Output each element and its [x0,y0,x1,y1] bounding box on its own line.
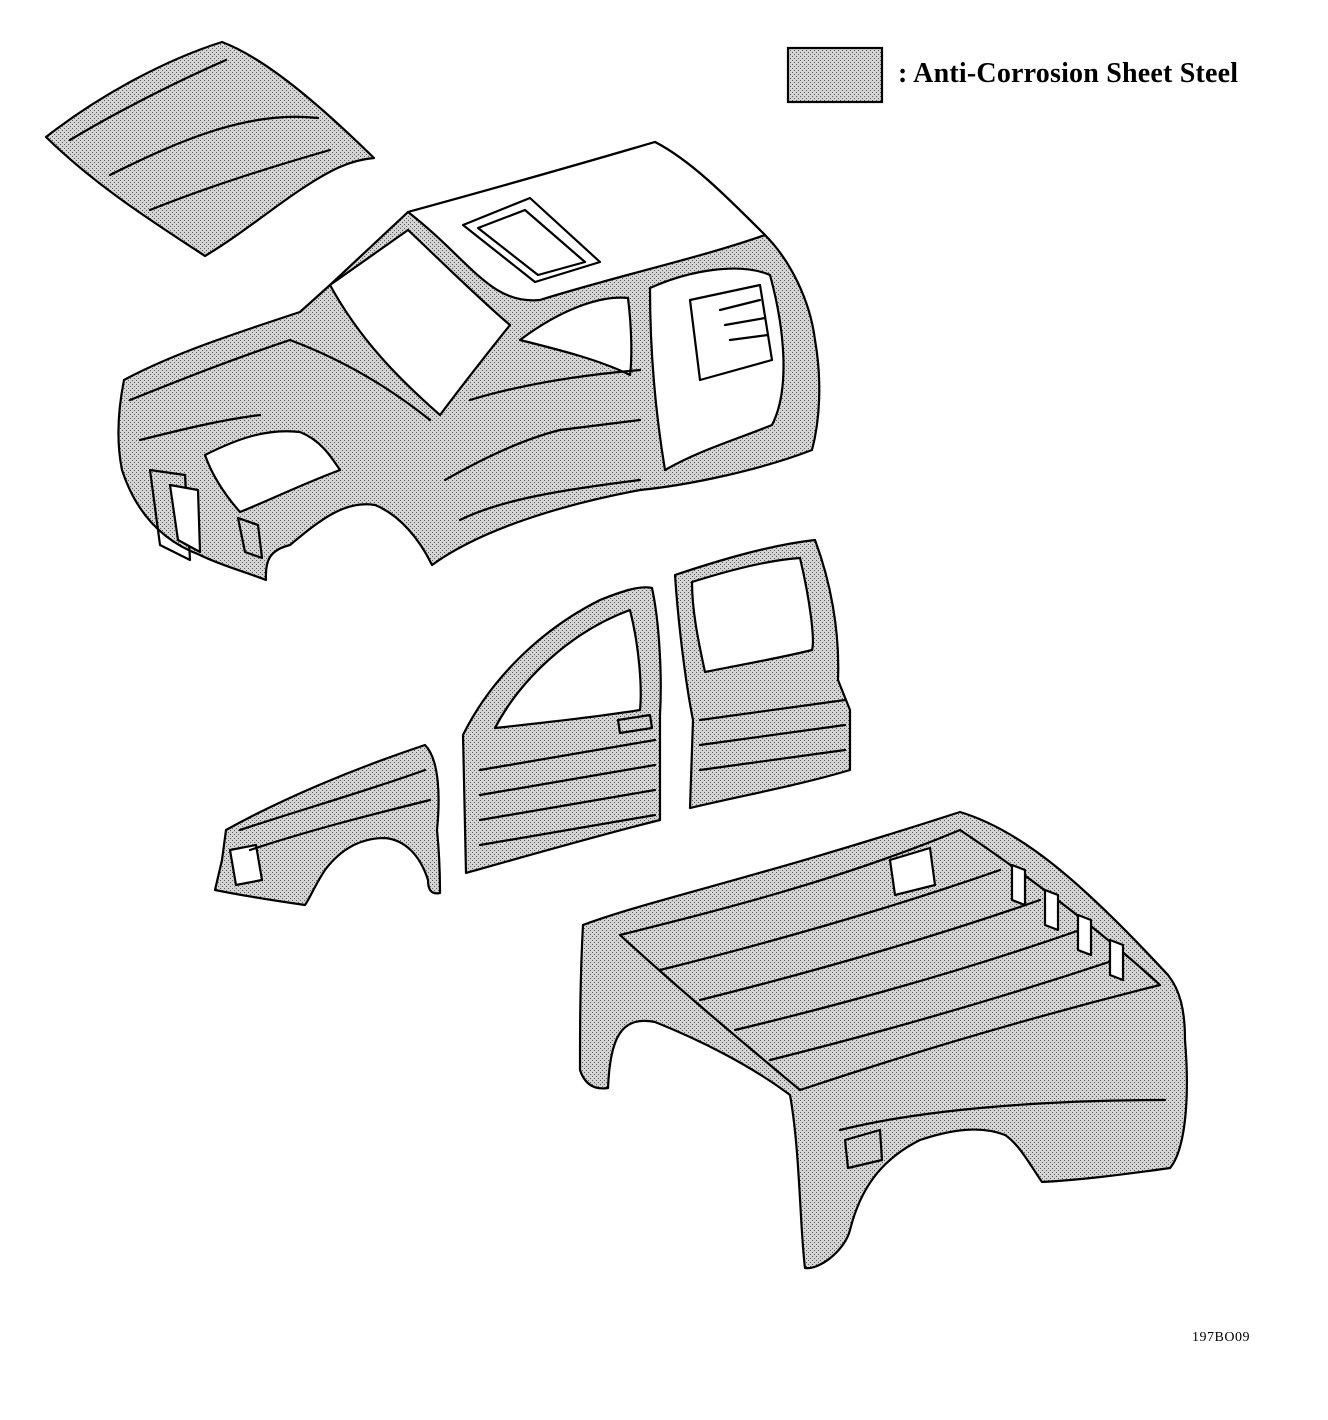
hood-panel [44,40,376,258]
cab-body [117,140,821,582]
front-door [461,586,662,875]
legend-swatch [786,46,884,104]
truck-bed [578,810,1188,1270]
figure-code: 197BO09 [1192,1330,1250,1345]
rear-door [673,538,852,810]
front-fender [213,743,442,907]
legend-label: : Anti-Corrosion Sheet Steel [898,58,1239,89]
